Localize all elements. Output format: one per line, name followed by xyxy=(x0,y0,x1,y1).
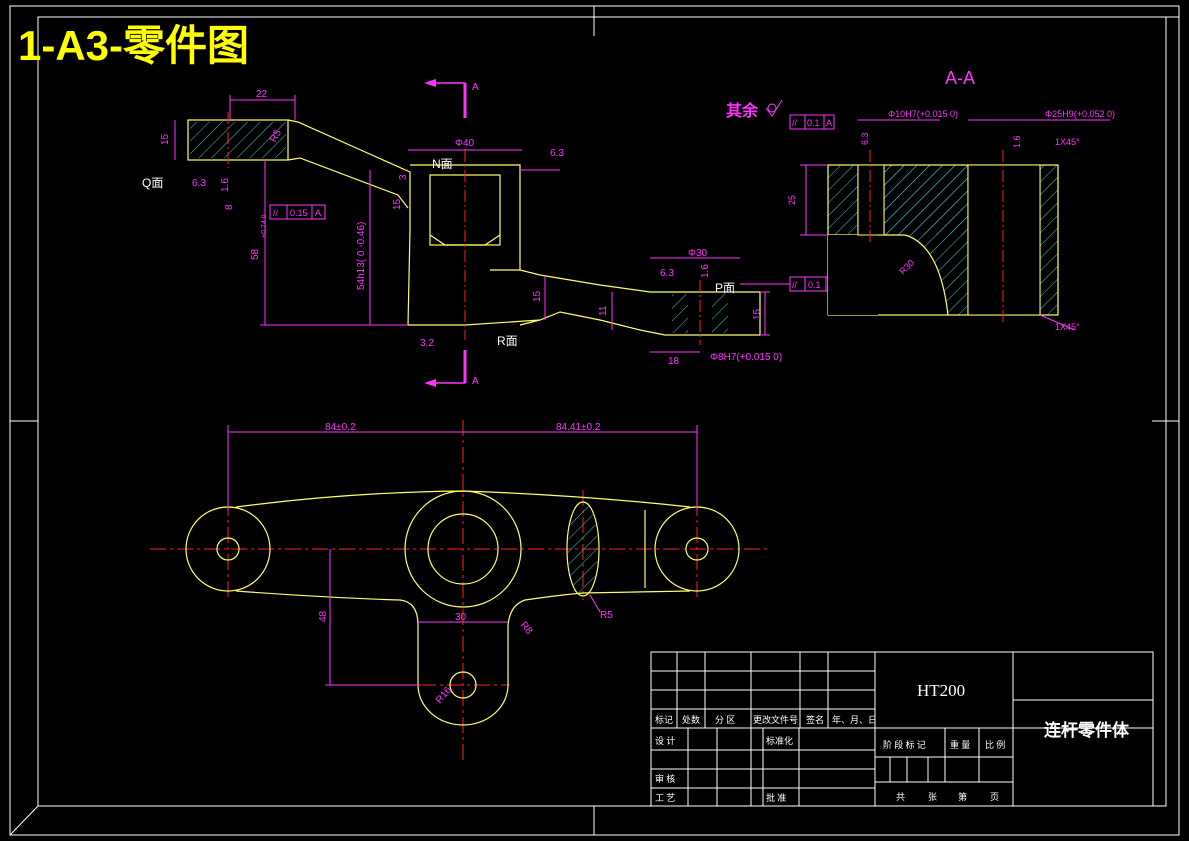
roughness-63: 6.3 xyxy=(860,132,870,145)
dim-25: 25 xyxy=(787,195,797,205)
tb-page: 页 xyxy=(990,792,999,802)
roughness-p: 6.3 xyxy=(660,268,674,279)
dim-hole-8: Φ8H7(+0.015 0) xyxy=(710,352,782,363)
part-name: 连杆零件体 xyxy=(1044,720,1130,740)
tol-s-value: 0.1 xyxy=(807,118,820,128)
section-title: A-A xyxy=(945,68,975,88)
tolerance-frame-front: // 0.15 A xyxy=(269,204,326,220)
rest-roughness-label: 其余 xyxy=(726,101,759,120)
front-dimension-lines xyxy=(174,95,790,353)
tb-total: 共 xyxy=(896,792,905,802)
chamfer-bottom: 1X45° xyxy=(1055,322,1080,332)
tb-scale: 比 例 xyxy=(985,739,1005,750)
tb-process: 工 艺 xyxy=(655,793,675,803)
section-mark-bottom: A xyxy=(472,376,479,387)
tb-header-date: 年、月、日 xyxy=(832,714,877,725)
tb-approve: 批 准 xyxy=(766,792,786,803)
dim-hole-25: Φ25H9(+0.052 0) xyxy=(1045,109,1115,119)
dim-54: 54h13( 0 -0.46) xyxy=(356,222,367,290)
material-label: HT200 xyxy=(917,681,965,700)
dim-84: 84±0.2 xyxy=(325,422,356,433)
tb-design: 设 计 xyxy=(655,735,675,746)
tb-header-mark: 标记 xyxy=(655,714,673,725)
dim-15a: 15 xyxy=(392,198,403,210)
roughness-p2: 1.6 xyxy=(700,264,711,278)
tol-s-datum: A xyxy=(826,118,832,128)
dim-r30: R30 xyxy=(897,258,916,277)
tb-header-doc: 更改文件号 xyxy=(753,714,798,725)
roughness-q: 6.3 xyxy=(192,178,206,189)
dim-18: 18 xyxy=(668,356,680,367)
dim-22: 22 xyxy=(256,89,268,100)
front-view: A A 22 15 R5 6.3 1.6 8 58 +0.74 0 Φ40 6.… xyxy=(142,79,839,387)
dim-58: 58 xyxy=(250,248,261,260)
front-center-lines xyxy=(227,112,701,345)
label-q-face: Q面 xyxy=(142,176,163,190)
tol-s-symbol: // xyxy=(792,118,798,128)
dim-15c: 15 xyxy=(752,308,763,320)
tol-symbol: // xyxy=(273,208,279,218)
tol-p-symbol: // xyxy=(792,280,798,290)
tb-stage: 阶 段 标 记 xyxy=(883,739,926,750)
dim-30-top: 30 xyxy=(455,612,467,623)
label-p-face: P面 xyxy=(715,281,735,295)
dim-r8: R8 xyxy=(518,620,535,637)
title-block xyxy=(650,651,1154,807)
roughness-16: 1.6 xyxy=(1012,135,1022,148)
tol-datum: A xyxy=(315,208,321,218)
label-n-face: N面 xyxy=(432,157,453,171)
dim-11: 11 xyxy=(598,305,609,316)
tb-header-sign: 签名 xyxy=(806,714,824,725)
tb-review: 审 核 xyxy=(655,773,675,784)
label-r-face: R面 xyxy=(497,334,518,348)
tol-p-value: 0.1 xyxy=(808,280,821,290)
dim-48: 48 xyxy=(318,610,329,622)
tolerance-frame-section: // 0.1 A xyxy=(789,114,835,130)
dim-30-front: Φ30 xyxy=(688,248,708,259)
dim-3: 3 xyxy=(398,174,409,180)
tol-value: 0.15 xyxy=(290,208,308,218)
dim-84-41: 84.41±0.2 xyxy=(556,422,601,433)
sheet-border xyxy=(9,5,1180,836)
sheet-title: 1-A3-零件图 xyxy=(18,22,249,69)
dim-58-tol: +0.74 0 xyxy=(261,214,268,238)
chamfer-top: 1X45° xyxy=(1055,137,1080,147)
dim-r16: R16 xyxy=(434,684,455,705)
tb-standard: 标准化 xyxy=(766,735,793,746)
tb-header-zone: 分 区 xyxy=(715,715,735,725)
dim-15-lug: 15 xyxy=(160,133,171,145)
roughness-hole: 1.6 xyxy=(220,178,231,192)
dim-r5-top: R5 xyxy=(600,610,613,621)
top-view: 84±0.2 84.41±0.2 48 30 R8 R5 R16 xyxy=(150,420,770,760)
dim-15b: 15 xyxy=(532,290,543,302)
dim-hole-10: Φ10H7(+0.015 0) xyxy=(888,109,958,119)
tb-sheets: 张 xyxy=(928,792,937,802)
roughness-r: 3.2 xyxy=(420,338,434,349)
tb-weight: 重 量 xyxy=(950,739,970,750)
dim-40: Φ40 xyxy=(455,138,475,149)
roughness-n: 6.3 xyxy=(550,148,564,159)
tb-no: 第 xyxy=(958,791,967,802)
section-arrow-top: A xyxy=(424,79,479,118)
tb-header-count: 处数 xyxy=(682,714,700,725)
section-arrow-bottom: A xyxy=(424,350,479,387)
section-mark-top: A xyxy=(472,82,479,93)
section-view: A-A 其余 xyxy=(726,68,1115,332)
dim-8: 8 xyxy=(224,204,235,210)
